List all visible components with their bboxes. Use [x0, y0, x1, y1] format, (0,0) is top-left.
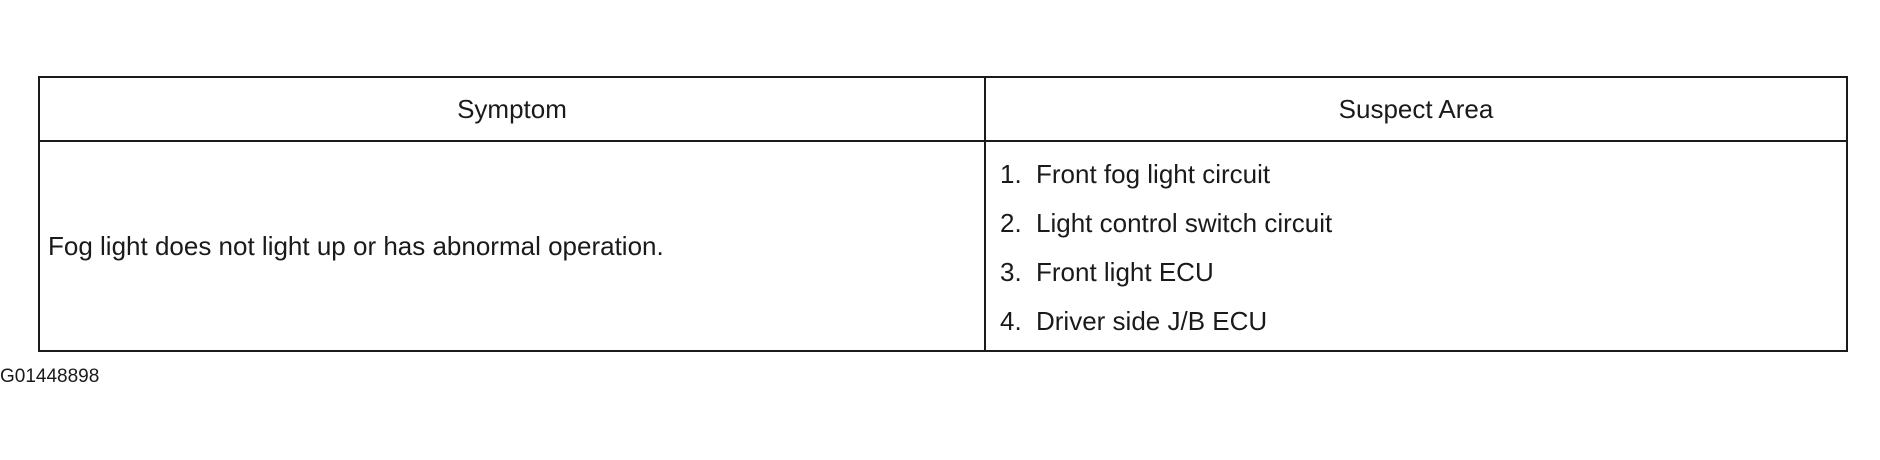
- list-item-text: Driver side J/B ECU: [1036, 306, 1268, 336]
- list-item-text: Front light ECU: [1036, 257, 1214, 287]
- list-item: 1. Front fog light circuit: [1000, 150, 1846, 199]
- suspect-area-cell: 1. Front fog light circuit 2. Light contro…: [984, 140, 1848, 352]
- table-row: Fog light does not light up or has abnor…: [38, 140, 1848, 352]
- list-item-text: Front fog light circuit: [1036, 159, 1271, 189]
- list-item: 3. Front light ECU: [1000, 248, 1846, 297]
- header-suspect-area: Suspect Area: [984, 76, 1848, 142]
- figure-id: G01448898: [0, 366, 100, 387]
- list-item-text: Light control switch circuit: [1036, 208, 1333, 238]
- suspect-area-list: 1. Front fog light circuit 2. Light contro…: [1000, 150, 1846, 346]
- list-item-number: 1.: [1000, 159, 1022, 189]
- list-item-number: 4.: [1000, 306, 1022, 336]
- header-symptom: Symptom: [38, 76, 986, 142]
- troubleshooting-table: Symptom Suspect Area Fog light does not …: [38, 76, 1848, 352]
- symptom-cell: Fog light does not light up or has abnor…: [38, 140, 986, 352]
- list-item-number: 3.: [1000, 257, 1022, 287]
- table-header-row: Symptom Suspect Area: [38, 76, 1848, 142]
- list-item: 2. Light control switch circuit: [1000, 199, 1846, 248]
- list-item-number: 2.: [1000, 208, 1022, 238]
- list-item: 4. Driver side J/B ECU: [1000, 297, 1846, 346]
